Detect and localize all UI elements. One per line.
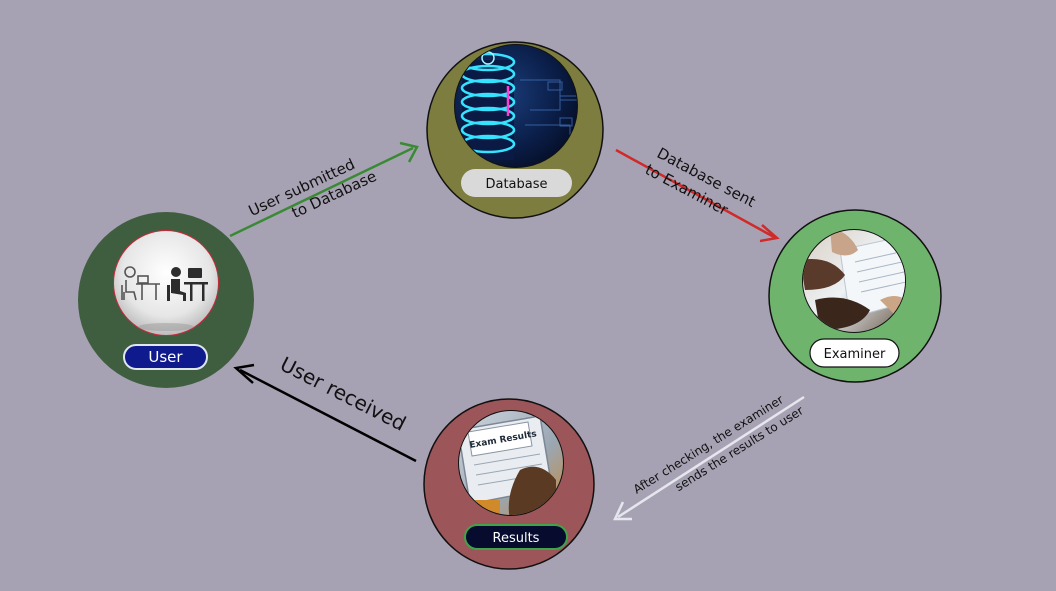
arrowhead-icon	[613, 501, 632, 521]
svg-text:User submitted to Databa: User submitted to Database	[246, 149, 380, 238]
person-at-desk-icon	[113, 230, 219, 336]
edge-results-to-user: User received	[233, 352, 417, 463]
database-cylinder-icon	[454, 44, 578, 168]
edge-examiner-to-results: After checking, the examiner sends the r…	[613, 386, 806, 521]
node-label-pill	[464, 524, 568, 550]
edge-database-to-examiner: Database sent to Examiner	[615, 143, 780, 243]
node-label: Results	[493, 531, 540, 546]
edge-user-to-database: User submitted to Database	[229, 141, 419, 238]
node-examiner: Examiner	[768, 209, 942, 383]
node-label-pill	[809, 338, 900, 368]
svg-text:After checking, the examiner: After checking, the examiner sends the r…	[631, 386, 806, 513]
node-results: Exam Results Results	[423, 398, 595, 570]
node-label-pill	[461, 169, 572, 197]
arrowhead-icon	[759, 224, 780, 243]
node-database: Database	[426, 41, 604, 219]
arrow-line	[615, 148, 775, 239]
arrow-line	[239, 368, 417, 463]
arrow-line	[617, 395, 805, 519]
edge-label-line: After checking, the examiner	[631, 392, 786, 496]
hands-reviewing-papers-icon	[802, 229, 906, 333]
node-label: Database	[485, 177, 547, 192]
exam-results-tablet-icon: Exam Results	[458, 410, 564, 516]
arrowhead-icon	[233, 363, 255, 384]
node-label-pill	[123, 344, 208, 370]
arrowhead-icon	[399, 141, 419, 163]
node-label: User	[148, 348, 183, 366]
node-label: Examiner	[824, 347, 886, 362]
node-user: User	[78, 212, 254, 388]
svg-text:Database sent to Examine: Database sent to Examiner	[642, 143, 763, 231]
arrow-line	[229, 146, 414, 238]
